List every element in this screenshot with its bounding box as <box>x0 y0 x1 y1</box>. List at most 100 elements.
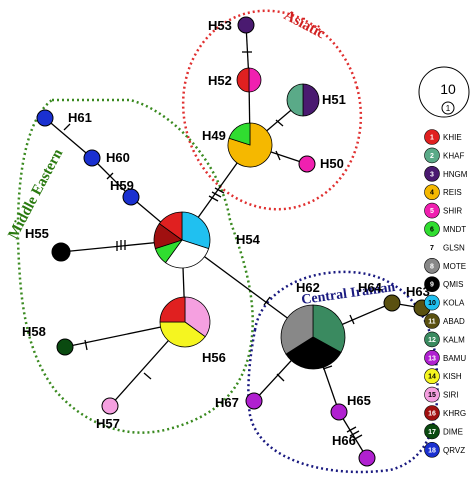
legend-item-mndt: 6 MNDT <box>424 221 466 237</box>
legend-number: 18 <box>428 447 436 454</box>
legend-swatch <box>424 129 440 145</box>
tick <box>276 373 285 382</box>
tick <box>349 314 355 325</box>
legend-code: GLSN <box>443 243 465 252</box>
haplotype-label-h52: H52 <box>208 73 232 88</box>
tick <box>106 172 114 180</box>
legend-code: MNDT <box>443 225 466 234</box>
tick <box>84 339 88 351</box>
haplotype-node-h57 <box>101 397 119 415</box>
pie-slice-khaf <box>286 83 304 117</box>
pie-slice-shir <box>248 67 262 93</box>
haplotype-node-h53 <box>237 16 255 34</box>
tick <box>349 430 360 437</box>
pie-slice-bamu <box>245 392 263 410</box>
haplotype-label-h63: H63 <box>406 284 430 299</box>
haplotype-node-h52 <box>236 67 262 93</box>
legend-number: 9 <box>430 282 434 289</box>
legend-number: 17 <box>428 429 436 436</box>
pie-slice-bamu <box>358 449 376 467</box>
legend-code: KOLA <box>443 299 465 308</box>
tick <box>322 365 333 370</box>
haplotype-node-h55 <box>51 242 71 262</box>
scale-circle-small <box>441 101 455 115</box>
haplotype-node-h58 <box>56 338 74 356</box>
legend-code: KISH <box>443 372 462 381</box>
legend-swatch <box>424 276 440 293</box>
haplotype-label-h51: H51 <box>322 92 346 107</box>
haplotype-labels: H53 H52 H51 H49 H50 H61 H60 H59 H55 H54 … <box>22 18 430 448</box>
legend-number: 13 <box>428 355 436 362</box>
haplotype-node-h59 <box>122 188 140 206</box>
haplotype-label-h50: H50 <box>320 156 344 171</box>
pie-slice-bamu <box>330 403 348 421</box>
legend-number: 4 <box>430 190 434 197</box>
haplotype-node-h62 <box>280 304 346 370</box>
legend-swatch <box>424 239 440 256</box>
mutation-ticks <box>63 51 363 441</box>
legend-swatch <box>424 405 440 421</box>
haplotype-node-h51 <box>286 83 320 117</box>
legend-swatch <box>424 331 440 348</box>
legend-number: 11 <box>428 319 436 326</box>
pie-slice-dime <box>56 338 74 356</box>
legend-swatch <box>424 147 440 164</box>
pie-slice-mote <box>280 304 314 355</box>
legend-code: DIME <box>443 427 463 436</box>
legend-code: SHIR <box>443 207 462 216</box>
legend-code: ABAD <box>443 317 465 326</box>
legend-swatch <box>424 441 440 458</box>
pie-slice-qmis <box>51 242 71 262</box>
tick <box>275 119 284 127</box>
legend-item-dime: 17 DIME <box>424 423 463 440</box>
pie-slice-kola <box>181 211 211 250</box>
legend-number: 6 <box>430 227 434 234</box>
tick <box>208 195 219 202</box>
legend-swatch <box>424 202 440 219</box>
haplotype-node-h50 <box>298 155 316 173</box>
legend-code: QRVZ <box>443 446 465 455</box>
haplotype-node-h49 <box>227 122 273 168</box>
legend-item-qrvz: 18 QRVZ <box>424 441 465 458</box>
link-h61-h60 <box>44 117 93 159</box>
haplotype-node-h67 <box>245 392 263 410</box>
legend-swatch <box>424 221 440 237</box>
legend-number: 14 <box>428 374 436 381</box>
tick <box>211 191 222 198</box>
legend-item-abad: 11 ABAD <box>424 313 465 329</box>
haplotype-node-h66 <box>358 449 376 467</box>
legend-number: 3 <box>430 171 434 178</box>
legend-number: 7 <box>430 245 434 252</box>
legend-code: KHAF <box>443 151 464 160</box>
tick <box>275 150 281 161</box>
haplotype-label-h58: H58 <box>22 324 46 339</box>
haplotype-label-h67: H67 <box>215 395 239 410</box>
tick <box>214 187 225 194</box>
haplotype-label-h61: H61 <box>68 110 92 125</box>
legend-swatch <box>424 386 440 403</box>
haplotype-node-h54 <box>153 211 211 269</box>
pie-slice-shir <box>298 155 316 173</box>
pie-slice-khie <box>236 67 250 93</box>
haplotype-node-h56 <box>159 296 211 348</box>
scale-circle-large <box>418 66 470 118</box>
legend-swatch <box>424 166 440 182</box>
pie-slice-hngm <box>237 16 255 34</box>
pie-slice-kalm <box>312 304 346 353</box>
haplotype-label-h53: H53 <box>208 18 232 33</box>
haplotype-label-h65: H65 <box>347 393 371 408</box>
haplotype-label-h60: H60 <box>106 150 130 165</box>
haplotype-label-h54: H54 <box>236 232 261 247</box>
pie-slice-abad <box>383 294 401 312</box>
legend-code: BAMU <box>443 354 466 363</box>
tick <box>143 372 152 380</box>
haplotype-label-h57: H57 <box>96 416 120 431</box>
